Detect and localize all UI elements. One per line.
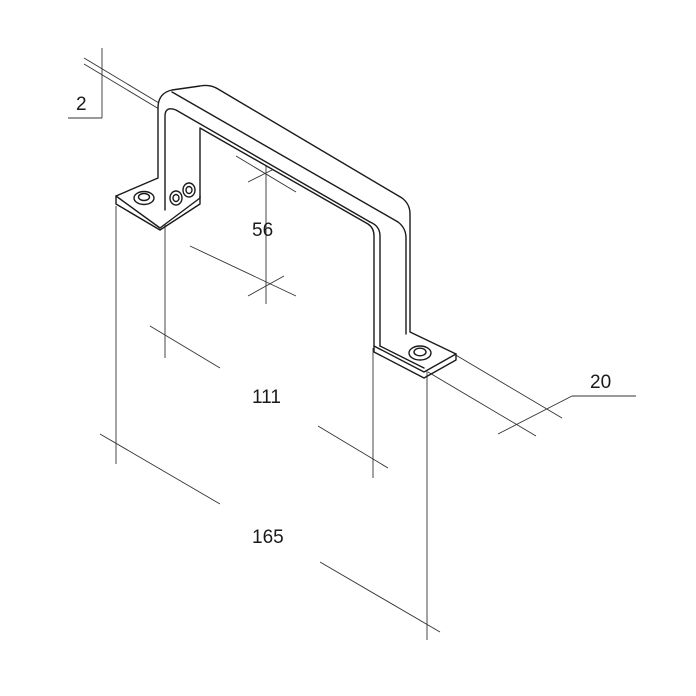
height-tick-bottom [247, 275, 285, 297]
right-tab-hole-inner [413, 347, 427, 357]
outer-width-label: 165 [252, 527, 284, 548]
dimension-labels: 2 56 111 165 20 [76, 94, 611, 548]
tab-width-extension-top [453, 353, 563, 419]
tab-width-label: 20 [590, 372, 611, 393]
height-extension-line-bottom [189, 245, 297, 297]
bolt-hole-2 [182, 182, 196, 198]
bolt-hole-2-inner [185, 185, 193, 195]
tab-width-dimension-line [497, 395, 573, 435]
left-tab-hole-inner [137, 192, 151, 202]
inner-width-dimension-right [317, 425, 389, 469]
right-tab-thickness [373, 345, 457, 379]
right-tab-hole [408, 345, 432, 361]
outer-width-dimension-left [99, 433, 221, 505]
outer-width-dimension-right [319, 561, 441, 633]
height-label: 56 [252, 220, 273, 241]
tab-width-extension-bottom [427, 371, 537, 437]
thickness-extension-line-1 [83, 57, 165, 107]
left-tab-thickness [115, 195, 201, 231]
bracket-inner-bend-left [164, 108, 371, 223]
bracket-strap-outer [115, 84, 457, 373]
thickness-extension-line-2 [83, 63, 165, 113]
right-tab-holes [408, 345, 432, 361]
dimension-lines [68, 48, 636, 640]
inner-width-dimension-left [149, 325, 221, 369]
left-tab-hole [133, 190, 155, 206]
right-tab-inner-edge [379, 345, 425, 369]
inner-width-label: 111 [252, 387, 281, 408]
bracket-top-edge [171, 91, 399, 223]
left-tab-holes [133, 182, 196, 206]
bracket-part [115, 84, 457, 379]
bracket-inner-bend-right [369, 221, 381, 347]
bolt-hole-1 [169, 190, 183, 206]
thickness-label: 2 [76, 94, 87, 115]
bolt-hole-1-inner [172, 193, 180, 203]
bracket-right-edge [397, 221, 407, 335]
